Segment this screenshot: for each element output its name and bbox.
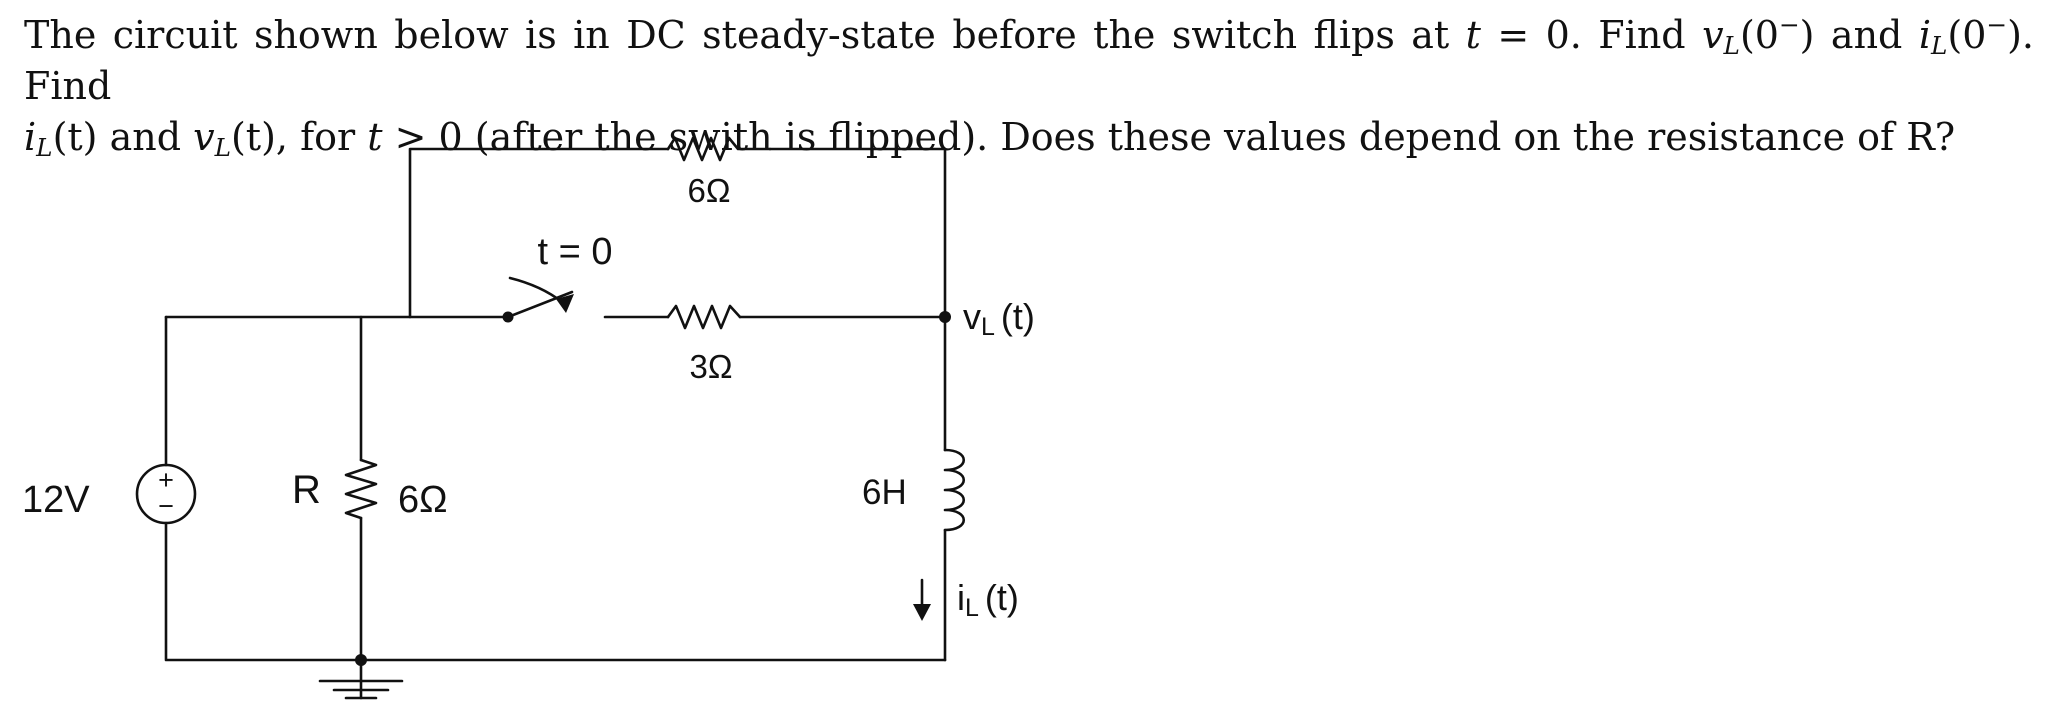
label-source-value: 12V (22, 479, 90, 521)
wire-top-left (408, 147, 670, 319)
problem-text: The circuit shown below is in DC steady-… (24, 13, 1466, 57)
label-middle-resistor: 3Ω (689, 348, 732, 385)
math-minus-sup: − (1986, 10, 2008, 40)
problem-text: (after the swith is flipped). Does these… (462, 115, 1956, 159)
problem-text: (t) and (52, 115, 194, 159)
math-sub-L: L (214, 133, 231, 163)
math-paren: ) (1799, 13, 1815, 57)
math-eq: = 0 (1480, 13, 1570, 57)
label-iL-i: i (957, 577, 965, 618)
math-i: i (1918, 13, 1931, 57)
label-iL: iL(t) (957, 577, 1019, 622)
resistor-middle-3ohm (666, 304, 742, 330)
inductor-6H (943, 448, 965, 532)
source-minus-icon: − (158, 491, 174, 521)
math-sub-L: L (36, 133, 53, 163)
label-iL-arg: (t) (985, 577, 1019, 618)
wire-bottom (164, 521, 947, 662)
source-plus-icon: + (158, 465, 174, 495)
resistor-top-6ohm (666, 136, 772, 162)
math-paren: (0 (1947, 13, 1987, 57)
label-vL: vL(t) (963, 296, 1035, 341)
label-vL-arg: (t) (1001, 296, 1035, 337)
problem-text: . Find (24, 13, 2034, 108)
math-sub-L: L (1723, 31, 1740, 61)
math-gt: > 0 (382, 115, 463, 159)
problem-text: (t), for (230, 115, 368, 159)
math-i: i (24, 115, 37, 159)
voltage-source (135, 463, 197, 525)
label-vL-v: v (963, 296, 981, 337)
wire-top-right (768, 147, 947, 319)
label-vL-sub: L (981, 313, 995, 341)
math-t: t (1465, 13, 1481, 57)
math-sub-L: L (1930, 31, 1948, 61)
math-paren: ) (2007, 13, 2022, 57)
label-top-resistor: 6Ω (687, 172, 730, 209)
problem-line-1: The circuit shown below is in DC steady-… (24, 10, 2034, 112)
label-R-value: 6Ω (398, 479, 448, 521)
math-paren: (0 (1739, 13, 1779, 57)
switch-arrowhead (556, 294, 574, 313)
label-iL-sub: L (965, 594, 979, 622)
resistor-R (344, 458, 378, 520)
node-dot-vL (939, 311, 951, 323)
problem-text: . Find (1569, 13, 1703, 57)
switch-blade (506, 290, 574, 319)
problem-line-2: iL(t) and vL(t), for t > 0 (after the sw… (24, 112, 2034, 163)
label-R-name: R (292, 468, 321, 512)
current-arrowhead (913, 604, 931, 621)
problem-text: and (1814, 13, 1919, 57)
math-v: v (1702, 13, 1724, 57)
label-switch-time: t = 0 (538, 231, 613, 273)
ground-icon (318, 679, 404, 700)
problem-statement: The circuit shown below is in DC steady-… (24, 10, 2034, 163)
switch-pivot-dot (502, 311, 514, 323)
math-minus-sup: − (1778, 10, 1800, 40)
math-v: v (193, 115, 215, 159)
ground-node-dot (355, 654, 367, 666)
math-t: t (367, 115, 383, 159)
label-inductor: 6H (862, 473, 907, 512)
